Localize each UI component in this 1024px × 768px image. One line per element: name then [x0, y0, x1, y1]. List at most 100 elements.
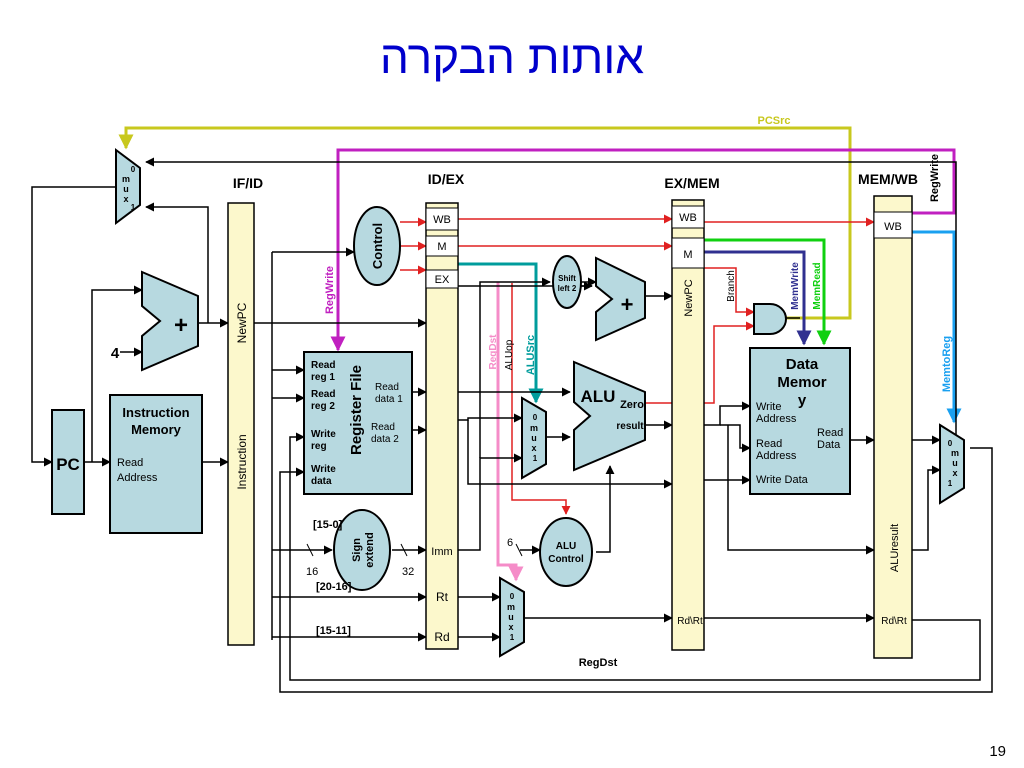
svg-text:WB: WB — [679, 212, 697, 224]
svg-text:Rd\Rt: Rd\Rt — [881, 616, 907, 627]
svg-text:Shift: Shift — [558, 274, 576, 283]
svg-text:Control: Control — [370, 223, 385, 269]
datapath-wires — [31, 157, 993, 693]
svg-text:Read: Read — [311, 389, 335, 400]
control-unit: Control — [353, 206, 401, 286]
svg-text:Imm: Imm — [431, 546, 452, 558]
svg-text:Read: Read — [117, 457, 143, 469]
register-file: Register File Read reg 1 Read reg 2 Writ… — [303, 351, 413, 495]
svg-text:data: data — [311, 476, 332, 487]
svg-text:ALU: ALU — [556, 541, 577, 552]
svg-text:0: 0 — [510, 592, 515, 601]
svg-text:Address: Address — [756, 450, 797, 462]
svg-text:M: M — [683, 249, 692, 261]
svg-text:left 2: left 2 — [558, 284, 577, 293]
svg-text:Read: Read — [756, 438, 782, 450]
alu: ALU Zero result — [573, 360, 646, 472]
svg-text:m: m — [507, 602, 515, 612]
svg-text:y: y — [798, 392, 807, 409]
svg-text:1: 1 — [533, 454, 538, 463]
svg-text:Register File: Register File — [348, 365, 365, 455]
regdst-mux: 0 m u x 1 — [499, 576, 525, 658]
svg-text:[20-16]: [20-16] — [316, 581, 352, 593]
svg-text:6: 6 — [507, 537, 513, 549]
svg-text:NewPC: NewPC — [235, 302, 249, 343]
regdst-bottom-label: RegDst — [579, 657, 618, 669]
svg-text:u: u — [952, 458, 958, 468]
svg-text:Write: Write — [756, 401, 781, 413]
svg-text:u: u — [508, 612, 514, 622]
svg-text:reg 1: reg 1 — [311, 372, 335, 383]
svg-text:data 2: data 2 — [371, 434, 399, 445]
svg-text:NewPC: NewPC — [683, 279, 695, 316]
alu-control: ALU Control 6 — [507, 517, 593, 587]
svg-text:0: 0 — [533, 413, 538, 422]
svg-text:Address: Address — [117, 472, 158, 484]
pc-register: PC — [51, 409, 85, 515]
regdst-wire — [496, 282, 524, 582]
mux-label: x — [123, 194, 128, 204]
svg-text:Memor: Memor — [777, 374, 826, 391]
mux-label: 1 — [131, 203, 136, 212]
regwrite-top-label: RegWrite — [929, 154, 941, 202]
svg-text:x: x — [952, 468, 957, 478]
mux-label: m — [122, 174, 130, 184]
sign-extend: Sign extend [15-0] 16 32 [20-16] [15-11] — [306, 509, 414, 637]
svg-text:data 1: data 1 — [375, 394, 403, 405]
svg-text:WB: WB — [884, 221, 902, 233]
svg-text:Memory: Memory — [131, 422, 182, 437]
svg-text:32: 32 — [402, 566, 414, 578]
pcsrc-wire — [118, 126, 852, 320]
svg-text:Write Data: Write Data — [756, 474, 809, 486]
pcsrc-label: PCSrc — [757, 115, 790, 127]
branch-and-gate — [753, 303, 787, 335]
svg-text:Rd: Rd — [434, 630, 449, 644]
aluop-label: ALUop — [504, 339, 515, 370]
svg-text:ALUresult: ALUresult — [889, 524, 901, 572]
memtoreg-mux: 0 m u x 1 — [939, 423, 965, 505]
svg-text:Read: Read — [375, 382, 399, 393]
svg-text:Read: Read — [371, 422, 395, 433]
svg-text:Control: Control — [548, 554, 584, 565]
instruction-memory: Instruction Memory Read Address — [109, 394, 203, 534]
ex-mem-label: EX/MEM — [664, 175, 719, 191]
svg-text:0: 0 — [948, 439, 953, 448]
svg-text:x: x — [531, 443, 536, 453]
regdst-label: RegDst — [488, 334, 499, 370]
memwrite-wire — [704, 250, 812, 346]
svg-text:m: m — [951, 448, 959, 458]
svg-text:Sign: Sign — [351, 538, 363, 562]
svg-text:Read: Read — [311, 360, 335, 371]
shift-left-2: Shift left 2 — [552, 255, 582, 309]
data-memory: Data Memor y Write Address Read Address … — [749, 347, 851, 495]
svg-text:Zero: Zero — [620, 399, 644, 411]
page-number: 19 — [989, 743, 1006, 760]
svg-text:Instruction: Instruction — [122, 405, 189, 420]
alusrc-mux: 0 m u x 1 — [521, 396, 547, 480]
svg-text:reg 2: reg 2 — [311, 401, 335, 412]
slide-title: אותות הבקרה — [379, 31, 645, 83]
id-ex-label: ID/EX — [428, 171, 465, 187]
svg-text:Write: Write — [311, 429, 336, 440]
memread-wire — [704, 238, 832, 346]
svg-text:Rd\Rt: Rd\Rt — [677, 616, 703, 627]
branch-label: Branch — [726, 270, 737, 302]
svg-text:Read: Read — [817, 427, 843, 439]
svg-text:ALU: ALU — [581, 387, 616, 406]
ex-mem-register: EX/MEM WB M NewPC Rd\Rt — [664, 175, 720, 651]
svg-text:Data: Data — [786, 356, 819, 373]
constant-four: 4 — [111, 345, 120, 362]
id-ex-register: ID/EX WB M EX Imm Rt Rd — [425, 171, 465, 650]
regwrite-left-label: RegWrite — [324, 266, 336, 314]
svg-text:16: 16 — [306, 566, 318, 578]
if-id-register: IF/ID NewPC Instruction — [227, 175, 263, 646]
pc-mux: 0 m u x 1 — [115, 148, 141, 225]
memtoreg-label: MemtoReg — [941, 336, 953, 392]
svg-text:M: M — [437, 241, 446, 253]
mem-wb-register: MEM/WB WB ALUresult Rd\Rt — [858, 171, 918, 659]
pc-adder: + 4 — [111, 270, 199, 372]
mux-label: u — [123, 184, 129, 194]
svg-text:EX: EX — [435, 274, 450, 286]
svg-text:Address: Address — [756, 413, 797, 425]
